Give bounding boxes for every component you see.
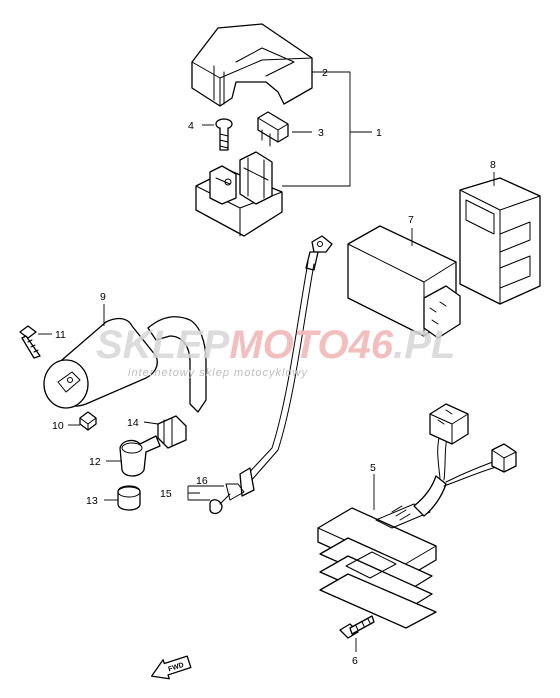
callout-11: 11 (55, 329, 66, 341)
watermark-brand-suffix: .PL (393, 323, 455, 367)
callout-14: 14 (127, 417, 139, 429)
regulator-wiring (413, 403, 517, 517)
callout-4: 4 (188, 120, 194, 132)
callout-9: 9 (100, 291, 106, 303)
fwd-arrow-icon: FWD (150, 655, 192, 680)
callout-10: 10 (52, 420, 64, 432)
callout-group-1 (202, 71, 372, 187)
callout-6: 6 (352, 655, 358, 667)
callout-15: 15 (160, 488, 172, 500)
bolt-11 (19, 325, 52, 359)
ignition-coil (43, 304, 207, 413)
ground-lead (209, 235, 333, 515)
starter-relay-body (195, 151, 283, 237)
callout-15-bracket (187, 485, 224, 501)
bracket-8 (459, 172, 541, 305)
callout-3: 3 (318, 127, 324, 139)
callout-13: 13 (86, 495, 98, 507)
fuse (257, 111, 289, 147)
callout-16: 16 (196, 475, 208, 487)
screw-6 (339, 615, 375, 652)
cap-cover-13 (104, 485, 141, 511)
screw-4 (215, 118, 233, 151)
callout-2: 2 (322, 67, 328, 79)
watermark-brand-accent: MOTO46 (229, 323, 394, 367)
watermark-brand-main: SKLEP (96, 323, 230, 367)
callout-7: 7 (408, 214, 414, 226)
callout-1: 1 (376, 127, 382, 139)
cdi-unit (347, 225, 461, 339)
spacer-10 (68, 411, 97, 431)
fwd-label: FWD (167, 662, 184, 674)
spark-plug-cap (106, 435, 161, 477)
shop-watermark: SKLEPMOTO46.PL internetowy sklep motocyk… (96, 323, 455, 379)
callout-12: 12 (89, 456, 101, 468)
callout-5: 5 (370, 462, 376, 474)
regulator-rectifier (317, 474, 437, 629)
relay-cover (191, 23, 313, 107)
svg-text:SKLEPMOTO46.PL: SKLEPMOTO46.PL (96, 323, 455, 367)
callout-8: 8 (490, 159, 496, 171)
watermark-tagline: internetowy sklep motocyklowy (128, 367, 309, 379)
connector-14 (143, 415, 187, 449)
